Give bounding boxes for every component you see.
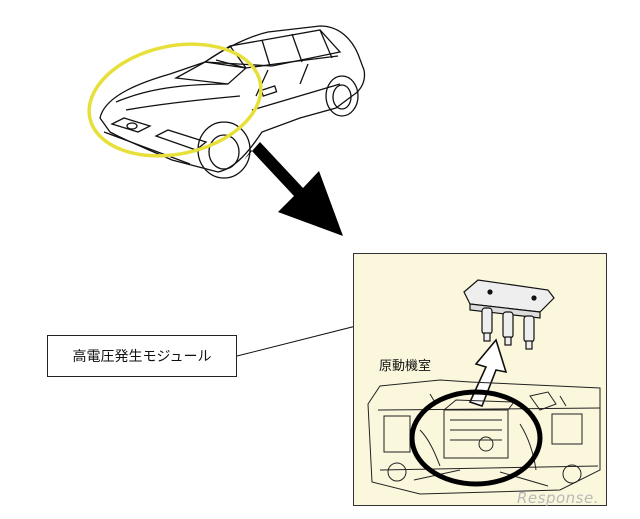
component-callout: 高電圧発生モジュール (47, 335, 237, 377)
engine-highlight-ring (409, 389, 543, 487)
engine-room-label: 原動機室 (379, 359, 432, 374)
highlight-ring (87, 42, 263, 158)
ignition-coil-module (463, 279, 555, 350)
pointer-arrow (244, 142, 343, 236)
watermark: Response. (517, 489, 599, 507)
component-callout-label: 高電圧発生モジュール (72, 349, 212, 365)
engine-bay-illustration (367, 379, 601, 495)
upward-arrow (468, 338, 508, 407)
